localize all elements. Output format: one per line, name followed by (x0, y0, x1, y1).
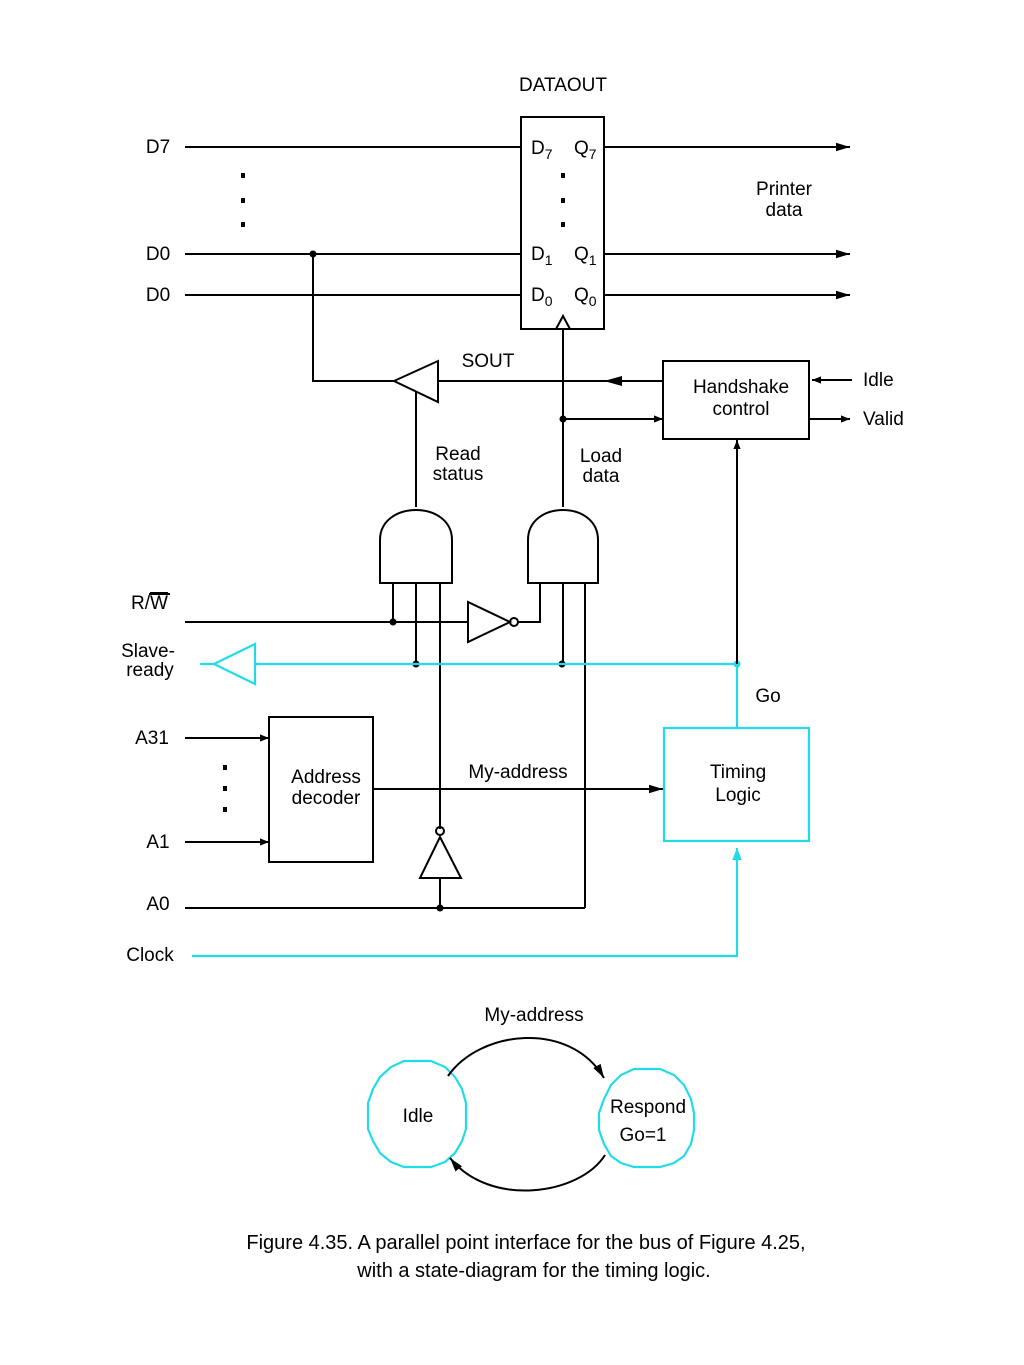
transition-respond-to-idle (449, 1154, 606, 1192)
read-status-and-gate (379, 509, 453, 584)
address-lines-ellipsis (223, 765, 227, 812)
a0-inverter-bubble (435, 826, 445, 836)
dataout-label: DATAOUT (519, 75, 607, 96)
d7-label: D7 (146, 137, 170, 158)
rw-inverter (467, 600, 513, 644)
ff-q0-label: Q0 (574, 285, 597, 309)
load-data-and-gate (527, 509, 599, 584)
clock-line (192, 848, 742, 958)
a31-label: A31 (135, 728, 169, 749)
handshake-control-block (662, 360, 810, 440)
data-lines-ellipsis (241, 173, 245, 227)
idle-signal-label: Idle (863, 370, 894, 391)
ff-q1-label: Q1 (574, 244, 597, 268)
ff-d0-label: D0 (531, 285, 553, 309)
slave-ready-label: Slave-ready (121, 641, 175, 681)
ff-d1-label: D1 (531, 244, 553, 268)
timing-logic-block (662, 726, 811, 843)
transition-idle-to-respond (447, 1036, 605, 1079)
transition-label: My-address (484, 1005, 583, 1026)
figure-caption: Figure 4.35. A parallel point interface … (246, 1232, 805, 1282)
valid-signal-label: Valid (863, 409, 904, 430)
register-clock-input (555, 313, 571, 330)
state-idle (366, 1059, 468, 1169)
state-respond (597, 1067, 696, 1169)
my-address-label: My-address (468, 762, 567, 783)
register-ellipsis (561, 173, 565, 227)
a0-inverter (418, 834, 463, 879)
sout-label: SOUT (462, 351, 515, 372)
d0-upper-label: D0 (146, 244, 170, 265)
ff-q7-label: Q7 (574, 138, 597, 162)
slave-ready-buffer (211, 642, 257, 686)
a1-label: A1 (146, 832, 169, 853)
rw-label: R/W (131, 593, 168, 614)
a0-label: A0 (146, 894, 169, 915)
state-idle-label: Idle (403, 1106, 434, 1127)
d0-lower-label: D0 (146, 285, 170, 306)
go-label: Go (755, 686, 780, 707)
clock-label: Clock (126, 945, 174, 966)
ff-d7-label: D7 (531, 138, 553, 162)
sout-to-d0-line (312, 254, 394, 382)
